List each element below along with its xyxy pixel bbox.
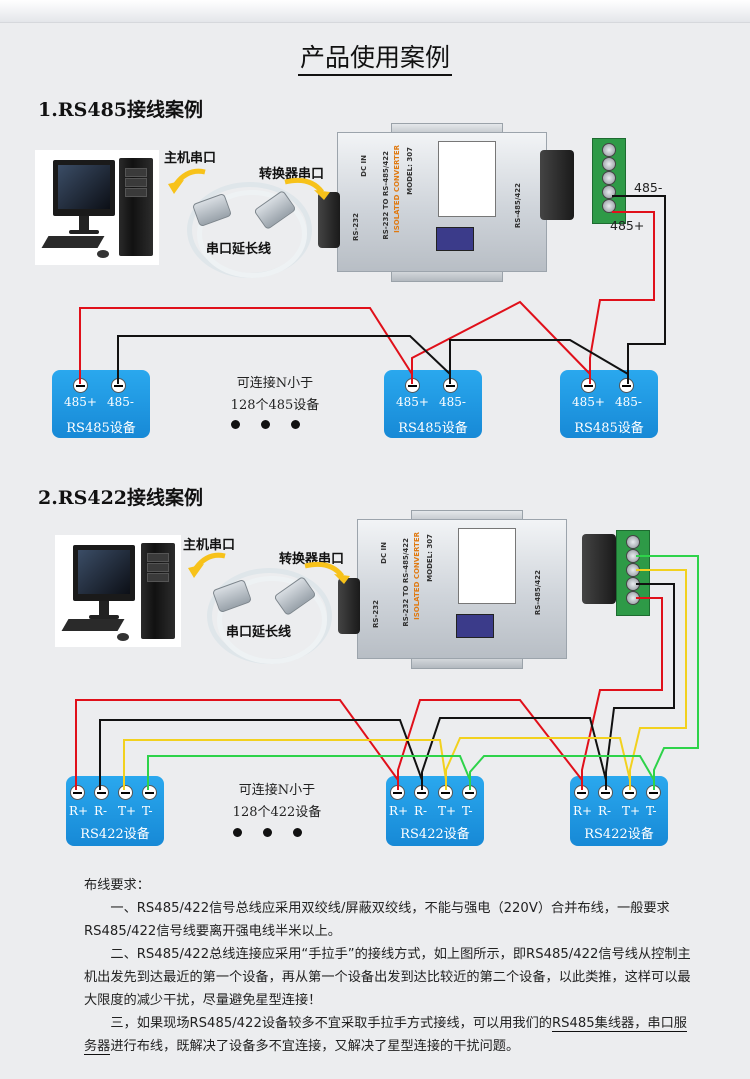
pin-table-icon (438, 141, 496, 217)
terminal-icon (73, 378, 88, 393)
db9-port-icon (318, 192, 340, 248)
host-computer-image (35, 150, 159, 265)
rs422-device-2: R+ R- T+ T- RS422设备 (386, 776, 484, 846)
db9-output-icon (582, 534, 616, 604)
arrow-to-converter-port-icon (284, 177, 324, 194)
arrowhead-icon (168, 180, 184, 194)
note-3: 三，如果现场RS485/422设备较多不宜采取手拉手方式接线，可以用我们的RS4… (84, 1016, 687, 1055)
note-1: 一、RS485/422信号总线应采用双绞线/屏蔽双绞线，不能与强电（220V）合… (84, 901, 670, 939)
db9-port-icon (338, 578, 360, 634)
rs422-r-plus-wire (75, 597, 663, 790)
arrowhead-icon (188, 564, 204, 578)
terminal-icon (619, 378, 634, 393)
host-computer-image (55, 535, 181, 647)
isolated-converter-image: ISOLATED CONVERTER MODEL: 307 RS-232 TO … (337, 132, 547, 272)
extension-cable-label: 串口延长线 (226, 625, 292, 640)
pin-485-plus-label: 485+ (610, 218, 645, 233)
rs485-device-2: 485+ 485- RS485设备 (384, 370, 482, 438)
terminal-block-icon (616, 530, 650, 616)
led-indicators-icon (436, 227, 474, 251)
rs422-heading: 2.RS422接线案例 (38, 487, 204, 509)
rs422-device-3: R+ R- T+ T- RS422设备 (570, 776, 668, 846)
mouse-icon (97, 250, 109, 258)
wiring-requirements: 布线要求： 一、RS485/422信号总线应采用双绞线/屏蔽双绞线，不能与强电（… (84, 874, 696, 1058)
device-name: RS422设备 (80, 827, 150, 842)
terminal-icon (94, 785, 109, 800)
ellipsis-dot-icon (291, 420, 300, 429)
arrow-to-converter-port-icon (304, 561, 344, 578)
terminal-icon (70, 785, 85, 800)
extension-cable-image (195, 556, 345, 664)
host-port-label: 主机串口 (183, 538, 236, 553)
led-indicators-icon (456, 614, 494, 638)
notes-heading: 布线要求： (84, 878, 150, 893)
pin-485-minus-label: 485- (634, 180, 663, 195)
terminal-icon (142, 785, 157, 800)
host-port-label: 主机串口 (164, 151, 217, 166)
ellipsis-dot-icon (293, 828, 302, 837)
rs422-t-plus-wire (123, 569, 687, 790)
rs485-device-1: 485+ 485- RS485设备 (52, 370, 150, 438)
hub-server-link[interactable]: RS485集线器，串口服务器 (84, 1016, 687, 1055)
monitor-icon (73, 545, 135, 601)
converter-port-label: 转换器串口 (259, 167, 325, 182)
rs485-minus-wire (117, 195, 666, 384)
arrowhead-icon (314, 190, 330, 200)
rs485-heading: 1.RS485接线案例 (38, 99, 204, 121)
monitor-icon (53, 160, 115, 216)
top-strip (0, 0, 750, 23)
mouse-icon (117, 633, 129, 641)
rs422-t-minus-wire (147, 555, 699, 790)
device-name: RS485设备 (398, 421, 468, 436)
device-name: RS485设备 (574, 421, 644, 436)
extension-cable-image (175, 170, 323, 278)
ellipsis-dot-icon (261, 420, 270, 429)
terminal-block-icon (592, 138, 626, 224)
pin-table-icon (458, 528, 516, 604)
device-name: RS422设备 (584, 827, 654, 842)
isolated-converter-image: ISOLATED CONVERTER MODEL: 307 RS-232 TO … (357, 519, 567, 659)
terminal-icon (118, 785, 133, 800)
db9-output-icon (540, 150, 574, 220)
arrowhead-icon (334, 574, 350, 584)
extension-cable-label: 串口延长线 (206, 242, 272, 257)
terminal-icon (581, 378, 596, 393)
rs422-r-minus-wire (99, 583, 675, 790)
device-name: RS422设备 (400, 827, 470, 842)
ellipsis-dot-icon (263, 828, 272, 837)
note-2: 二、RS485/422总线连接应采用“手拉手”的接线方式，如上图所示，即RS48… (84, 947, 691, 1008)
ellipsis-dot-icon (231, 420, 240, 429)
page-title: 产品使用案例 (0, 38, 750, 76)
ellipsis-dot-icon (233, 828, 242, 837)
rs485-device-3: 485+ 485- RS485设备 (560, 370, 658, 438)
pc-tower-icon (119, 158, 153, 256)
device-name: RS485设备 (66, 421, 136, 436)
rs485-plus-wire (79, 211, 655, 384)
pc-tower-icon (141, 543, 175, 639)
